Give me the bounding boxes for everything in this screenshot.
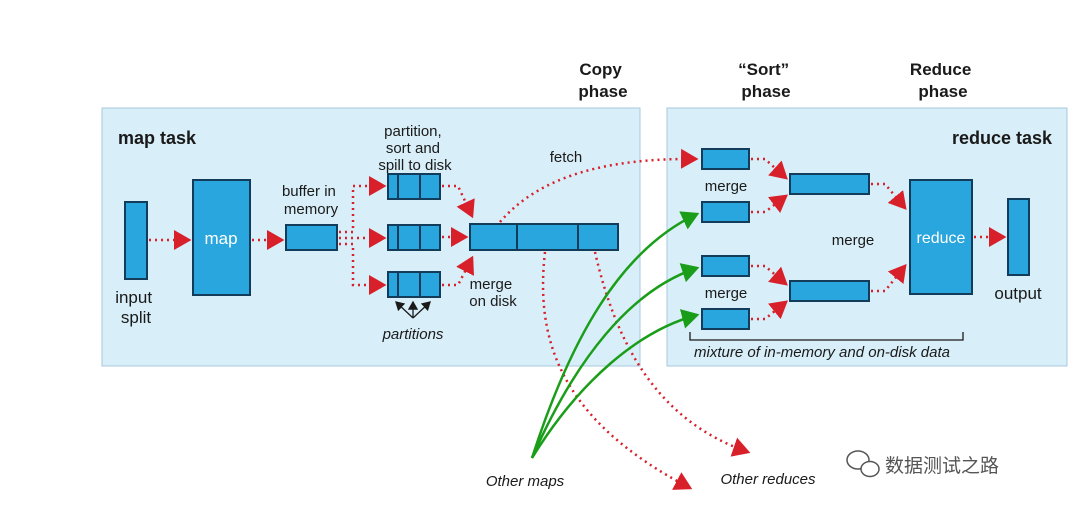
map-label: map bbox=[204, 229, 237, 248]
wechat-icon bbox=[846, 450, 880, 478]
reduce-input-3 bbox=[701, 255, 750, 277]
buffer-label: buffer in memory bbox=[282, 183, 340, 218]
mixture-label: mixture of in-memory and on-disk data bbox=[694, 344, 950, 361]
reduce-input-2 bbox=[701, 201, 750, 223]
partitions-label: partitions bbox=[382, 326, 444, 343]
merge-label-middle: merge bbox=[832, 232, 875, 249]
copy-phase-header: Copy phase bbox=[578, 60, 627, 101]
merge-on-disk-label: merge on disk bbox=[469, 276, 517, 310]
input-split-label: input split bbox=[115, 288, 157, 327]
reduce-label: reduce bbox=[917, 230, 966, 247]
reduce-input-1 bbox=[701, 148, 750, 170]
input-split-block bbox=[124, 201, 148, 280]
map-block bbox=[192, 179, 251, 296]
merged-segment-bottom bbox=[789, 280, 870, 302]
partitions-pointer-arrows bbox=[395, 300, 431, 319]
reduce-phase-header: Reduce phase bbox=[910, 60, 976, 101]
merged-segment-top bbox=[789, 173, 870, 195]
spill-file-1 bbox=[387, 173, 441, 200]
green-other-maps-arrows bbox=[530, 211, 700, 459]
merged-map-output bbox=[469, 223, 619, 251]
other-maps-label: Other maps bbox=[486, 473, 565, 490]
other-reduces-label: Other reduces bbox=[720, 471, 816, 488]
fetch-label: fetch bbox=[550, 149, 583, 166]
merge-label-bottom: merge bbox=[705, 285, 748, 302]
mixture-bracket bbox=[689, 332, 964, 341]
partition-sort-spill-label: partition, sort and spill to disk bbox=[378, 123, 452, 174]
map-task-title: map task bbox=[118, 128, 197, 148]
sort-phase-header: “Sort” phase bbox=[738, 60, 794, 101]
merge-label-top: merge bbox=[705, 178, 748, 195]
red-flow-arrows bbox=[149, 148, 1007, 490]
reduce-input-4 bbox=[701, 308, 750, 330]
watermark-text: 数据测试之路 bbox=[885, 455, 999, 477]
reduce-block bbox=[909, 179, 973, 295]
output-label: output bbox=[994, 284, 1042, 303]
buffer-block bbox=[285, 224, 338, 251]
spill-file-2 bbox=[387, 224, 441, 251]
spill-file-3 bbox=[387, 271, 441, 298]
output-block bbox=[1007, 198, 1030, 276]
reduce-task-title: reduce task bbox=[952, 128, 1053, 148]
